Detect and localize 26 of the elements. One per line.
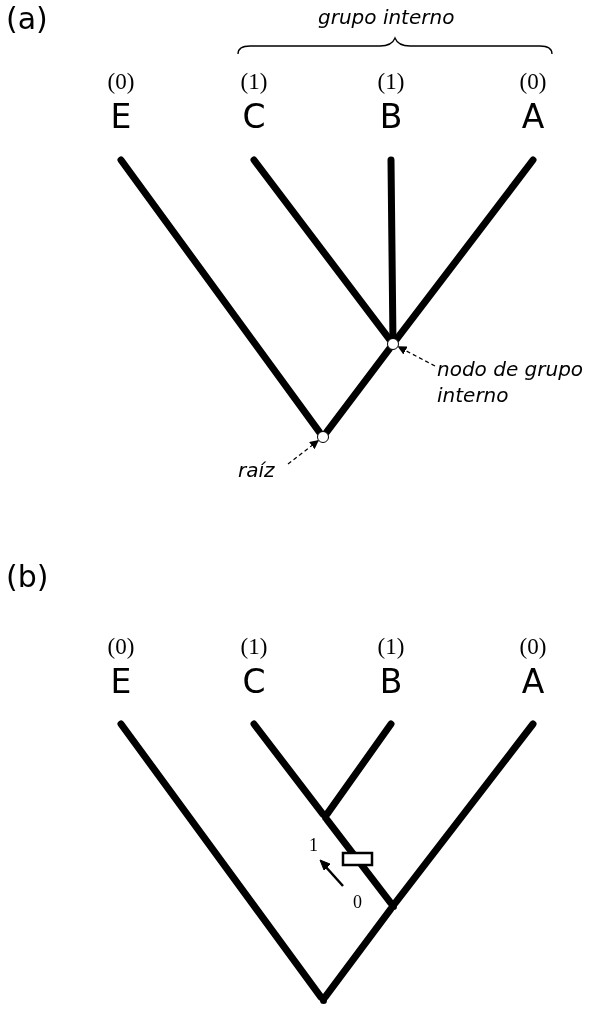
annotation-text: nodo de grupo interno <box>437 356 609 408</box>
taxon-label: (1) C <box>214 633 294 724</box>
group-label: grupo interno <box>318 6 455 29</box>
tree-branch <box>117 720 325 1001</box>
leader-line <box>287 440 319 465</box>
state-label: 1 <box>309 835 318 856</box>
taxon-label: (1) C <box>214 68 294 160</box>
tree-branch <box>321 905 395 1001</box>
taxon-label: (0) E <box>81 633 161 724</box>
taxon-label: (0) A <box>493 68 573 160</box>
taxon-label: (0) E <box>81 68 161 160</box>
taxon-label: (1) B <box>351 68 431 160</box>
state-label: 0 <box>353 892 362 913</box>
tree-branch <box>117 156 323 436</box>
leader-line <box>397 346 436 367</box>
tree-branch <box>323 345 393 436</box>
tree-branch <box>323 816 395 907</box>
taxon-label: (1) B <box>351 633 431 724</box>
tree-branch <box>323 720 395 818</box>
tree-branch <box>250 720 327 818</box>
panel-label: (a) <box>6 2 48 37</box>
tree-branch <box>391 720 537 907</box>
panel-label: (b) <box>6 560 49 595</box>
taxon-label: (0) A <box>493 633 573 724</box>
annotation-text: raíz <box>238 457 286 483</box>
tree-branch <box>393 156 537 343</box>
